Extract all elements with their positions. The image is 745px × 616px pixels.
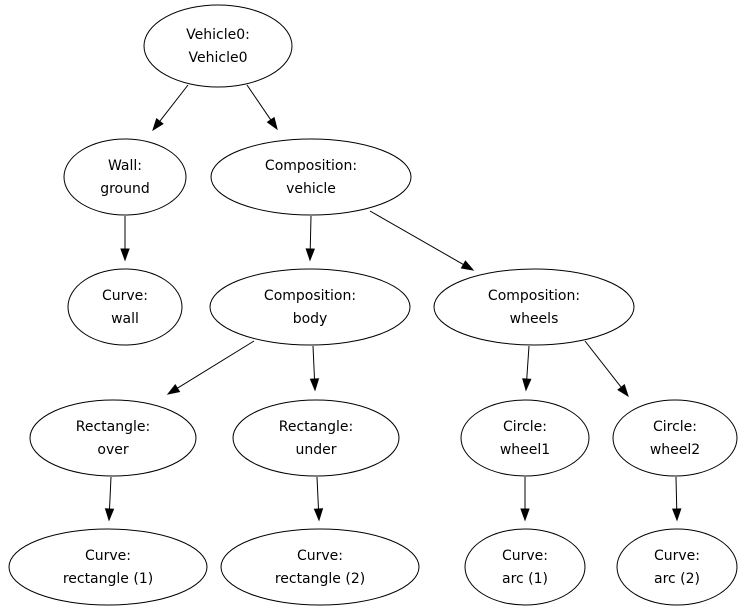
graph-edge bbox=[522, 345, 532, 392]
edge-arrowhead-icon bbox=[120, 248, 130, 262]
edge-line bbox=[369, 210, 464, 265]
node-label-name: wheels bbox=[510, 311, 559, 327]
node-ellipse[interactable] bbox=[209, 268, 411, 346]
edge-line bbox=[526, 345, 530, 380]
node-ellipse[interactable] bbox=[612, 399, 738, 477]
graph-node[interactable]: Composition: wheels bbox=[433, 268, 635, 346]
node-label-type: Composition: bbox=[264, 288, 356, 304]
node-label-name: wheel2 bbox=[650, 442, 700, 458]
node-label-name: wall bbox=[111, 311, 139, 327]
node-label-name: rectangle (1) bbox=[63, 571, 153, 587]
edge-line bbox=[312, 345, 316, 380]
node-label-type: Rectangle: bbox=[279, 419, 353, 435]
edges-layer bbox=[104, 84, 682, 522]
node-ellipse[interactable] bbox=[29, 399, 197, 477]
graph-node[interactable]: Circle: wheel1 bbox=[460, 399, 590, 477]
graph-edge bbox=[369, 210, 475, 271]
graph-edge bbox=[166, 340, 255, 395]
edge-arrowhead-icon bbox=[520, 508, 530, 522]
graph-node[interactable]: Wall: ground bbox=[63, 138, 187, 216]
node-ellipse[interactable] bbox=[63, 138, 187, 216]
node-label-name: arc (1) bbox=[502, 571, 548, 587]
graph-node[interactable]: Composition: body bbox=[209, 268, 411, 346]
graph-edge bbox=[313, 476, 324, 522]
nodes-layer: Vehicle0:Vehicle0Wall:groundComposition:… bbox=[8, 4, 738, 606]
graph-edge bbox=[584, 340, 629, 398]
graph-node[interactable]: Curve: arc (2) bbox=[616, 528, 738, 606]
node-ellipse[interactable] bbox=[464, 528, 586, 606]
node-label-type: Composition: bbox=[265, 158, 357, 174]
edge-arrowhead-icon bbox=[313, 508, 324, 522]
graph-node[interactable]: Curve: arc (1) bbox=[464, 528, 586, 606]
node-ellipse[interactable] bbox=[616, 528, 738, 606]
edge-arrowhead-icon bbox=[166, 383, 181, 395]
graph-edge bbox=[672, 476, 682, 522]
node-label-name: under bbox=[295, 442, 336, 458]
edge-arrowhead-icon bbox=[266, 116, 278, 131]
edge-arrowhead-icon bbox=[305, 248, 315, 262]
node-label-name: over bbox=[97, 442, 128, 458]
edge-arrowhead-icon bbox=[460, 260, 475, 271]
node-label-type: Curve: bbox=[85, 548, 131, 564]
edge-arrowhead-icon bbox=[522, 378, 532, 392]
edge-line bbox=[177, 340, 255, 389]
edge-arrowhead-icon bbox=[672, 508, 682, 522]
node-ellipse[interactable] bbox=[210, 138, 412, 216]
graph-node[interactable]: Rectangle: under bbox=[232, 399, 400, 477]
node-label-type: Curve: bbox=[502, 548, 548, 564]
node-ellipse[interactable] bbox=[232, 399, 400, 477]
graph-edge bbox=[305, 215, 315, 262]
node-label-type: Curve: bbox=[297, 548, 343, 564]
node-label-type: Vehicle0: bbox=[186, 27, 250, 43]
graph-edge bbox=[152, 84, 189, 132]
node-ellipse[interactable] bbox=[143, 4, 293, 88]
edge-line bbox=[246, 84, 272, 121]
node-ellipse[interactable] bbox=[433, 268, 635, 346]
graph-edge bbox=[246, 84, 278, 131]
node-label-name: ground bbox=[100, 181, 150, 197]
node-label-name: rectangle (2) bbox=[275, 571, 365, 587]
graph-node[interactable]: Curve: rectangle (1) bbox=[8, 528, 208, 606]
graph-edge bbox=[120, 216, 130, 262]
node-label-type: Circle: bbox=[503, 419, 547, 435]
edge-line bbox=[316, 476, 319, 510]
node-label-type: Rectangle: bbox=[76, 419, 150, 435]
node-ellipse[interactable] bbox=[220, 528, 420, 606]
node-label-name: Vehicle0 bbox=[189, 50, 248, 66]
edge-arrowhead-icon bbox=[309, 378, 320, 392]
graph-node[interactable]: Curve: rectangle (2) bbox=[220, 528, 420, 606]
edge-arrowhead-icon bbox=[104, 508, 115, 522]
graph-edge bbox=[309, 345, 320, 392]
node-label-type: Wall: bbox=[108, 158, 142, 174]
node-label-type: Circle: bbox=[653, 419, 697, 435]
graph-node[interactable]: Circle: wheel2 bbox=[612, 399, 738, 477]
graph-edge bbox=[104, 476, 115, 522]
edge-line bbox=[584, 340, 622, 388]
node-label-type: Curve: bbox=[102, 288, 148, 304]
edge-line bbox=[159, 84, 189, 122]
node-ellipse[interactable] bbox=[8, 528, 208, 606]
edge-line bbox=[109, 476, 112, 510]
node-label-type: Composition: bbox=[488, 288, 580, 304]
node-label-name: body bbox=[293, 311, 328, 327]
graph-node[interactable]: Rectangle: over bbox=[29, 399, 197, 477]
graph-edge bbox=[520, 477, 530, 522]
edge-arrowhead-icon bbox=[617, 384, 629, 398]
node-label-type: Curve: bbox=[654, 548, 700, 564]
node-label-name: vehicle bbox=[286, 181, 336, 197]
edge-line bbox=[675, 476, 678, 510]
edge-line bbox=[309, 215, 312, 250]
node-ellipse[interactable] bbox=[460, 399, 590, 477]
graph-node[interactable]: Composition: vehicle bbox=[210, 138, 412, 216]
graph-node[interactable]: Vehicle0: Vehicle0 bbox=[143, 4, 293, 88]
node-ellipse[interactable] bbox=[67, 268, 183, 346]
edge-arrowhead-icon bbox=[152, 118, 164, 132]
node-label-name: arc (2) bbox=[654, 571, 700, 587]
graph-node[interactable]: Curve: wall bbox=[67, 268, 183, 346]
node-label-name: wheel1 bbox=[500, 442, 550, 458]
